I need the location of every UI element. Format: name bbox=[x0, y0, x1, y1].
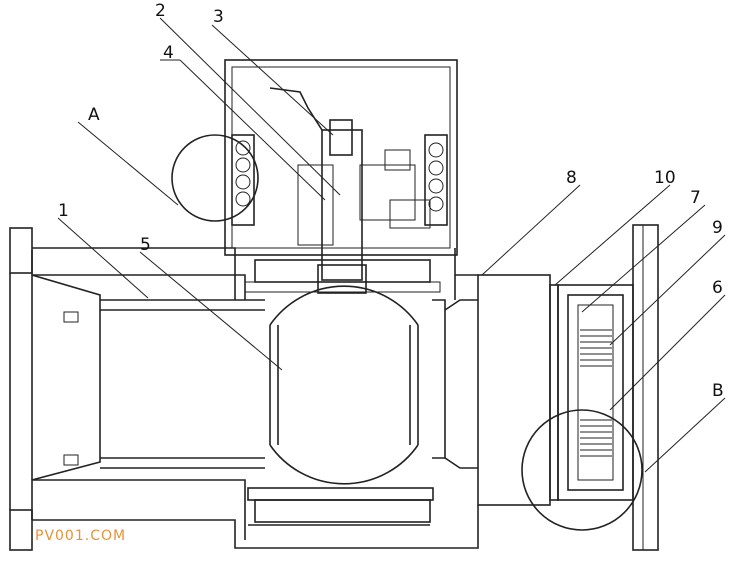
callout-8: 8 bbox=[566, 168, 577, 188]
coil-stack bbox=[580, 329, 612, 457]
callout-7: 7 bbox=[690, 188, 701, 208]
valve-body bbox=[32, 247, 479, 549]
lower-seat-filter bbox=[247, 487, 434, 501]
detail-circle-b bbox=[521, 409, 643, 531]
callout-10: 10 bbox=[654, 168, 676, 188]
watermark: PV001.COM bbox=[35, 528, 126, 544]
callout-9: 9 bbox=[712, 218, 723, 238]
detail-circle-a bbox=[171, 134, 259, 222]
actuator-housing bbox=[224, 59, 458, 256]
ball bbox=[269, 285, 419, 485]
callout-1: 1 bbox=[58, 201, 69, 221]
callout-3: 3 bbox=[213, 7, 224, 27]
callout-b: B bbox=[712, 381, 724, 401]
callout-4: 4 bbox=[163, 43, 174, 63]
stem-assembly bbox=[269, 87, 431, 294]
callout-5: 5 bbox=[140, 235, 151, 255]
upper-seat bbox=[254, 259, 431, 283]
left-flange bbox=[9, 227, 101, 551]
lower-seat bbox=[254, 499, 431, 523]
callout-a: A bbox=[88, 105, 100, 125]
callout-2: 2 bbox=[155, 1, 166, 21]
leader-lines bbox=[57, 17, 726, 473]
callout-6: 6 bbox=[712, 278, 723, 298]
upper-gasket bbox=[244, 281, 441, 293]
